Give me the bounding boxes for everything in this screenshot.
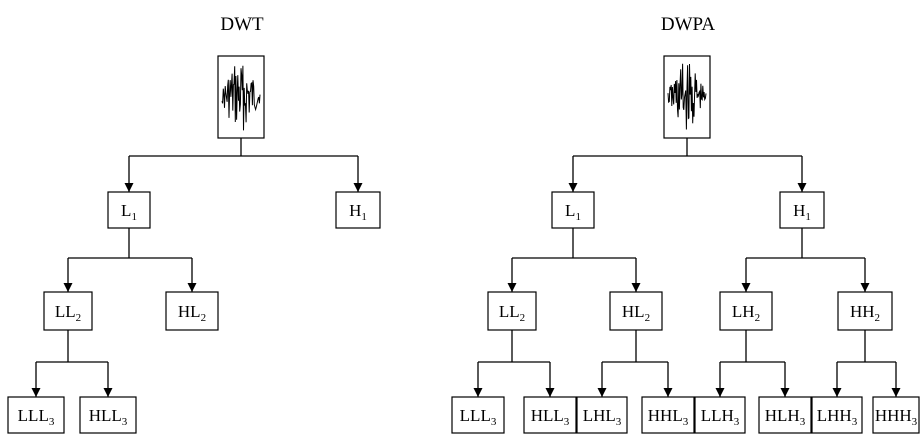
tree-connector bbox=[473, 330, 555, 397]
diagram-titles: DWT DWPA bbox=[220, 14, 715, 35]
tree-connector bbox=[63, 228, 197, 292]
subband-label: LHL3 bbox=[583, 406, 622, 428]
diagram-title: DWT bbox=[220, 14, 264, 35]
subband-node-lll3: LLL3 bbox=[451, 396, 505, 434]
subband-label: LLL3 bbox=[460, 406, 497, 428]
signal-waveform-icon bbox=[663, 55, 711, 139]
subband-label: LHH3 bbox=[817, 406, 858, 428]
subband-node-l1: L1 bbox=[551, 191, 595, 229]
subband-label: HLL3 bbox=[531, 406, 570, 428]
tree-connector bbox=[715, 330, 790, 397]
subband-label: HH2 bbox=[850, 302, 880, 324]
subband-label: H1 bbox=[349, 201, 367, 223]
subband-label: HL2 bbox=[178, 302, 206, 324]
tree-connector bbox=[31, 330, 113, 397]
subband-node-lh2: LH2 bbox=[719, 291, 773, 331]
tree-connector bbox=[568, 138, 807, 192]
subband-node-hhh3: HHH3 bbox=[872, 396, 920, 434]
subband-node-hll3: HLL3 bbox=[79, 396, 137, 434]
subband-node-lhl3: LHL3 bbox=[576, 396, 628, 434]
subband-node-llh3: LLH3 bbox=[694, 396, 746, 434]
subband-node-h1: H1 bbox=[779, 191, 825, 229]
tree-connector bbox=[124, 138, 363, 192]
subband-label: LH2 bbox=[732, 302, 760, 324]
subband-label: HHL3 bbox=[648, 406, 689, 428]
subband-node-hl2: HL2 bbox=[165, 291, 219, 331]
tree-connector bbox=[597, 330, 673, 397]
subband-label: HLH3 bbox=[765, 406, 806, 428]
subband-node-lll3: LLL3 bbox=[7, 396, 65, 434]
subband-label: HHH3 bbox=[875, 406, 918, 428]
subband-node-hlh3: HLH3 bbox=[758, 396, 812, 434]
subband-node-ll2: LL2 bbox=[487, 291, 537, 331]
subband-node-hhl3: HHL3 bbox=[641, 396, 695, 434]
diagram-title: DWPA bbox=[661, 14, 715, 35]
subband-node-h1: H1 bbox=[335, 191, 381, 229]
subband-node-hl2: HL2 bbox=[609, 291, 663, 331]
subband-label: LL2 bbox=[499, 302, 525, 324]
subband-node-ll2: LL2 bbox=[43, 291, 93, 331]
subband-node-hh2: HH2 bbox=[837, 291, 893, 331]
subband-label: L1 bbox=[121, 201, 137, 223]
subband-label: H1 bbox=[793, 201, 811, 223]
tree-connector bbox=[741, 228, 870, 292]
tree-edges bbox=[31, 138, 901, 397]
subband-label: LL2 bbox=[55, 302, 81, 324]
subband-label: L1 bbox=[565, 201, 581, 223]
subband-label: HLL3 bbox=[89, 406, 128, 428]
subband-node-hll3: HLL3 bbox=[523, 396, 577, 434]
signal-waveform-icon bbox=[217, 55, 265, 139]
subband-node-lhh3: LHH3 bbox=[811, 396, 863, 434]
subband-label: LLL3 bbox=[18, 406, 55, 428]
subband-node-l1: L1 bbox=[107, 191, 151, 229]
subband-label: LLH3 bbox=[701, 406, 740, 428]
tree-connector bbox=[507, 228, 641, 292]
subband-label: HL2 bbox=[622, 302, 650, 324]
tree-connector bbox=[832, 330, 901, 397]
